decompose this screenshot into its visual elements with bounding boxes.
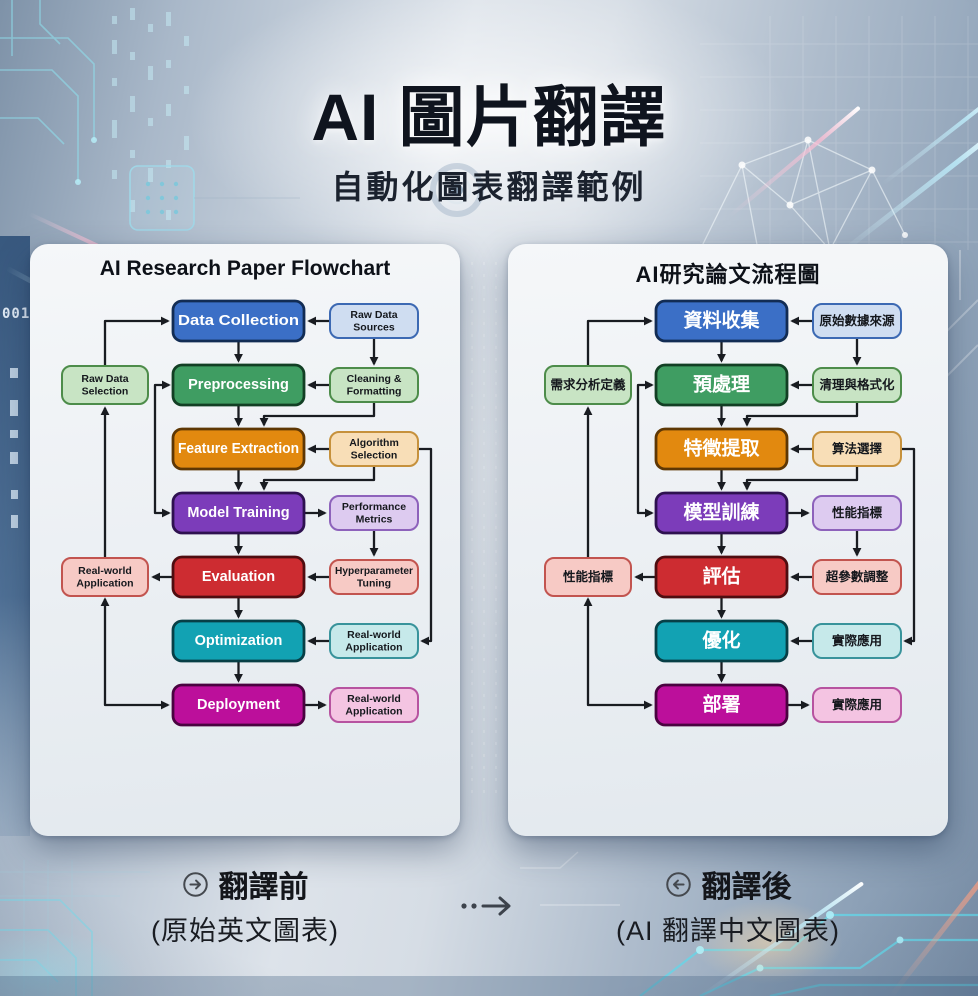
svg-text:Cleaning &: Cleaning & xyxy=(347,373,402,385)
svg-text:部署: 部署 xyxy=(702,693,740,716)
svg-text:Model Training: Model Training xyxy=(187,505,289,521)
svg-text:Sources: Sources xyxy=(353,321,395,333)
flow-edges xyxy=(100,316,433,710)
svg-text:模型訓練: 模型訓練 xyxy=(683,501,759,524)
panel-original: AI Research Paper Flowchart Data Collect… xyxy=(30,244,460,836)
translated-main-node-4: 評估 xyxy=(654,555,789,599)
svg-text:預處理: 預處理 xyxy=(693,374,750,396)
original-side-node-1: Cleaning &Formatting xyxy=(329,367,419,403)
footer-before-title: 翻譯前 xyxy=(218,871,309,904)
original-main-node-5: Optimization xyxy=(171,619,306,663)
svg-text:Application: Application xyxy=(345,641,402,653)
svg-text:Hyperparameter: Hyperparameter xyxy=(335,565,413,577)
svg-text:性能指標: 性能指標 xyxy=(831,505,883,520)
translated-left-node-0: 需求分析定義 xyxy=(544,365,632,405)
original-main-node-2: Feature Extraction xyxy=(171,427,306,471)
svg-text:Data Collection: Data Collection xyxy=(178,313,299,329)
svg-text:Formatting: Formatting xyxy=(347,385,402,397)
svg-text:Deployment: Deployment xyxy=(197,697,280,713)
chip-decoration xyxy=(129,165,300,231)
translated-main-node-6: 部署 xyxy=(654,683,789,727)
panel-translated: AI研究論文流程圖 資料收集預處理特徵提取模型訓練評估優化部署 原始數據來源清理與… xyxy=(508,244,948,836)
background-edge-digits: 001 xyxy=(2,306,31,322)
svg-text:Real-world: Real-world xyxy=(347,693,401,705)
translated-side-node-1: 清理與格式化 xyxy=(812,367,902,403)
svg-text:Application: Application xyxy=(345,705,402,717)
translated-main-node-5: 優化 xyxy=(654,619,789,663)
svg-text:超參數調整: 超參數調整 xyxy=(825,569,889,584)
flow-edges xyxy=(583,316,916,710)
svg-text:Raw Data: Raw Data xyxy=(81,373,128,385)
svg-text:優化: 優化 xyxy=(701,629,740,652)
svg-text:Metrics: Metrics xyxy=(356,513,393,525)
translated-main-node-3: 模型訓練 xyxy=(654,491,789,535)
translated-left-node-1: 性能指標 xyxy=(544,557,632,597)
svg-text:性能指標: 性能指標 xyxy=(562,569,614,584)
arrow-right-circle-icon xyxy=(182,871,209,898)
footer-after: 翻譯後 (AI 翻譯中文圖表) xyxy=(508,862,948,948)
svg-text:原始數據來源: 原始數據來源 xyxy=(819,313,895,328)
arrow-left-circle-icon xyxy=(665,871,692,898)
svg-text:Optimization: Optimization xyxy=(195,633,283,649)
svg-text:Feature Extraction: Feature Extraction xyxy=(178,441,299,457)
svg-text:Application: Application xyxy=(76,577,133,589)
page-subtitle: 自動化圖表翻譯範例 xyxy=(331,169,647,205)
svg-text:實際應用: 實際應用 xyxy=(832,633,882,648)
svg-text:Real-world: Real-world xyxy=(78,565,132,577)
panel-original-title: AI Research Paper Flowchart xyxy=(99,257,391,280)
svg-text:資料收集: 資料收集 xyxy=(683,309,760,332)
svg-text:Raw Data: Raw Data xyxy=(350,309,397,321)
translated-side-node-5: 實際應用 xyxy=(812,623,902,659)
translated-main-node-1: 預處理 xyxy=(654,363,789,407)
svg-text:評估: 評估 xyxy=(702,565,740,588)
original-main-node-0: Data Collection xyxy=(171,299,306,343)
svg-text:需求分析定義: 需求分析定義 xyxy=(550,377,626,392)
footer-before-caption: (原始英文圖表) xyxy=(151,916,339,946)
left-edge-glyphs xyxy=(10,368,18,528)
translated-side-node-6: 實際應用 xyxy=(812,687,902,723)
page-title: AI 圖片翻譯 xyxy=(311,80,667,154)
translated-side-node-0: 原始數據來源 xyxy=(812,303,902,339)
original-main-node-3: Model Training xyxy=(171,491,306,535)
svg-text:Real-world: Real-world xyxy=(347,629,401,641)
svg-text:清理與格式化: 清理與格式化 xyxy=(819,377,895,392)
panel-translated-title: AI研究論文流程圖 xyxy=(635,262,821,287)
svg-text:Selection: Selection xyxy=(351,449,398,461)
svg-text:算法選擇: 算法選擇 xyxy=(832,441,883,456)
translated-main-node-2: 特徵提取 xyxy=(654,427,789,471)
svg-text:Preprocessing: Preprocessing xyxy=(188,377,289,393)
translated-main-node-0: 資料收集 xyxy=(654,299,789,343)
original-main-node-4: Evaluation xyxy=(171,555,306,599)
footer-after-caption: (AI 翻譯中文圖表) xyxy=(616,916,840,946)
translated-side-node-2: 算法選擇 xyxy=(812,431,902,467)
svg-text:實際應用: 實際應用 xyxy=(832,697,882,712)
translated-side-node-4: 超參數調整 xyxy=(812,559,902,595)
original-main-node-1: Preprocessing xyxy=(171,363,306,407)
translated-side-node-3: 性能指標 xyxy=(812,495,902,531)
translate-direction-arrow-icon xyxy=(459,893,519,924)
footer-before: 翻譯前 (原始英文圖表) xyxy=(30,862,460,948)
svg-text:Algorithm: Algorithm xyxy=(349,437,399,449)
svg-text:Performance: Performance xyxy=(342,501,406,513)
svg-text:Selection: Selection xyxy=(82,385,129,397)
svg-text:特徵提取: 特徵提取 xyxy=(683,437,759,460)
svg-text:Evaluation: Evaluation xyxy=(202,569,275,585)
footer-after-title: 翻譯後 xyxy=(701,871,792,904)
svg-text:Tuning: Tuning xyxy=(357,577,391,589)
ring-decoration xyxy=(430,163,484,217)
original-main-node-6: Deployment xyxy=(171,683,306,727)
